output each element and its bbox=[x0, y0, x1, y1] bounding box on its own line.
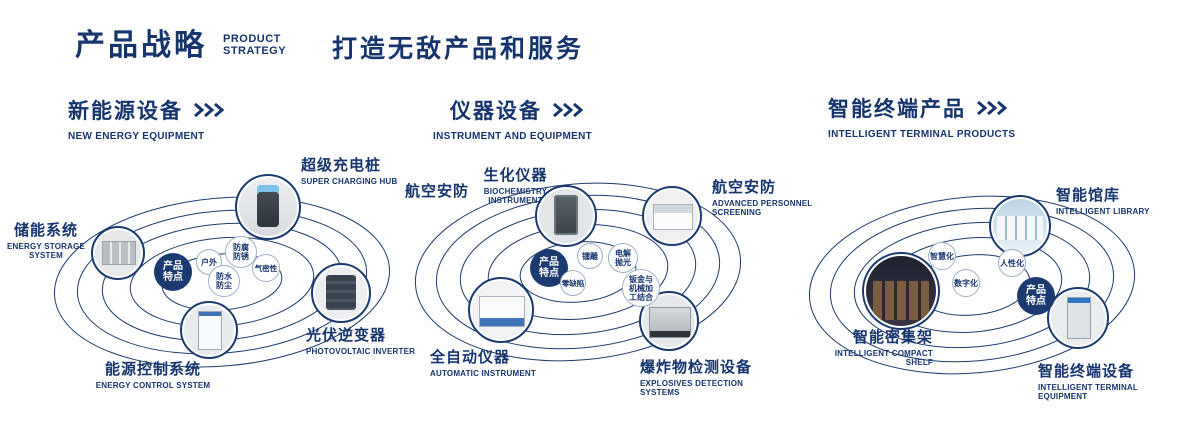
feature-bubble: 智慧化 bbox=[928, 242, 956, 270]
node-personnel-screening bbox=[642, 186, 702, 246]
node-energy-storage bbox=[91, 226, 145, 280]
label-intelligent-compact-shelf: 智能密集架 INTELLIGENT COMPACT SHELF bbox=[834, 329, 933, 367]
biochemistry-instrument-image bbox=[539, 189, 593, 243]
label-intelligent-terminal-equipment: 智能终端设备 INTELLIGENT TERMINAL EQUIPMENT bbox=[1038, 363, 1138, 401]
node-automatic-instrument bbox=[468, 277, 534, 343]
charging-hub-image bbox=[239, 178, 297, 236]
label-biochemistry-instrument: 生化仪器 BIOCHEMISTRY INSTRUMENT bbox=[483, 167, 548, 205]
chevron-arrows-icon bbox=[977, 100, 1008, 116]
page-title: 产品战略 bbox=[75, 29, 207, 62]
node-energy-control-system bbox=[180, 301, 238, 359]
section-subtitle-text: NEW ENERGY EQUIPMENT bbox=[68, 131, 205, 142]
product-features-badge: 产品特点 bbox=[1017, 277, 1055, 315]
feature-bubble: 气密性 bbox=[252, 254, 280, 282]
feature-bubble: 防水防尘 bbox=[208, 265, 240, 297]
label-personnel-screening: 航空安防 ADVANCED PERSONNEL SCREENING bbox=[712, 179, 813, 217]
feature-bubble: 防腐防锈 bbox=[225, 236, 257, 268]
product-features-label: 产品特点 bbox=[539, 257, 559, 279]
chevron-arrows-icon bbox=[194, 102, 225, 118]
label-energy-storage: 储能系统 ENERGY STORAGE SYSTEM bbox=[6, 222, 86, 260]
node-intelligent-terminal-equipment bbox=[1047, 287, 1109, 349]
energy-storage-image bbox=[95, 230, 141, 276]
feature-bubble: 电解抛光 bbox=[608, 243, 638, 273]
section-title-text: 智能终端产品 bbox=[828, 98, 966, 121]
label-energy-control-system: 能源控制系统 ENERGY CONTROL SYSTEM bbox=[95, 361, 211, 390]
section-title-text: 仪器设备 bbox=[450, 100, 542, 123]
control-system-image bbox=[184, 305, 234, 355]
feature-bubble: 镭雕 bbox=[577, 243, 603, 269]
product-features-badge: 产品特点 bbox=[154, 253, 192, 291]
page-title-en-line2: STRATEGY bbox=[223, 45, 287, 57]
section-title-instruments: 仪器设备 INSTRUMENT AND EQUIPMENT bbox=[433, 95, 592, 142]
orbit-rings bbox=[808, 195, 1136, 375]
feature-bubble: 钣金与机械加工结合 bbox=[622, 269, 660, 307]
feature-bubble: 数字化 bbox=[952, 269, 980, 297]
label-intelligent-library: 智能馆库 INTELLIGENT LIBRARY bbox=[1056, 187, 1150, 216]
feature-bubble: 人性化 bbox=[998, 249, 1026, 277]
chevron-arrows-icon bbox=[553, 102, 584, 118]
page-title-en: PRODUCT STRATEGY bbox=[223, 33, 286, 57]
page-title-en-line1: PRODUCT bbox=[223, 33, 281, 45]
product-features-label: 产品特点 bbox=[1026, 285, 1046, 307]
node-intelligent-library bbox=[989, 195, 1051, 257]
node-intelligent-compact-shelf bbox=[862, 252, 940, 330]
product-features-label: 产品特点 bbox=[163, 261, 183, 283]
slogan-text: 打造无敌产品和服务 bbox=[332, 35, 585, 63]
label-super-charging-hub: 超级充电桩 SUPER CHARGING HUB bbox=[301, 157, 398, 186]
feature-bubble: 零缺陷 bbox=[560, 270, 586, 296]
section-title-intelligent-terminal: 智能终端产品 INTELLIGENT TERMINAL PRODUCTS bbox=[828, 93, 1015, 140]
node-photovoltaic-inverter bbox=[311, 263, 371, 323]
node-biochemistry-instrument bbox=[535, 185, 597, 247]
node-super-charging-hub bbox=[235, 174, 301, 240]
label-automatic-instrument: 全自动仪器 AUTOMATIC INSTRUMENT bbox=[430, 349, 536, 378]
compact-shelf-image bbox=[866, 256, 936, 326]
automatic-instrument-image bbox=[472, 281, 530, 339]
personnel-screening-image bbox=[646, 190, 698, 242]
section-subtitle-text: INTELLIGENT TERMINAL PRODUCTS bbox=[828, 129, 1016, 140]
section-subtitle-text: INSTRUMENT AND EQUIPMENT bbox=[433, 131, 593, 142]
intelligent-library-image bbox=[993, 199, 1047, 253]
label-photovoltaic-inverter: 光伏逆变器 PHOTOVOLTAIC INVERTER bbox=[306, 327, 416, 356]
inverter-image bbox=[315, 267, 367, 319]
terminal-equipment-image bbox=[1051, 291, 1105, 345]
section-title-text: 新能源设备 bbox=[68, 100, 183, 123]
label-explosives-detection: 爆炸物检测设备 EXPLOSIVES DETECTION SYSTEMS bbox=[640, 359, 753, 397]
label-aviation-security: 航空安防 bbox=[405, 183, 470, 200]
section-title-new-energy: 新能源设备 NEW ENERGY EQUIPMENT bbox=[68, 95, 227, 142]
